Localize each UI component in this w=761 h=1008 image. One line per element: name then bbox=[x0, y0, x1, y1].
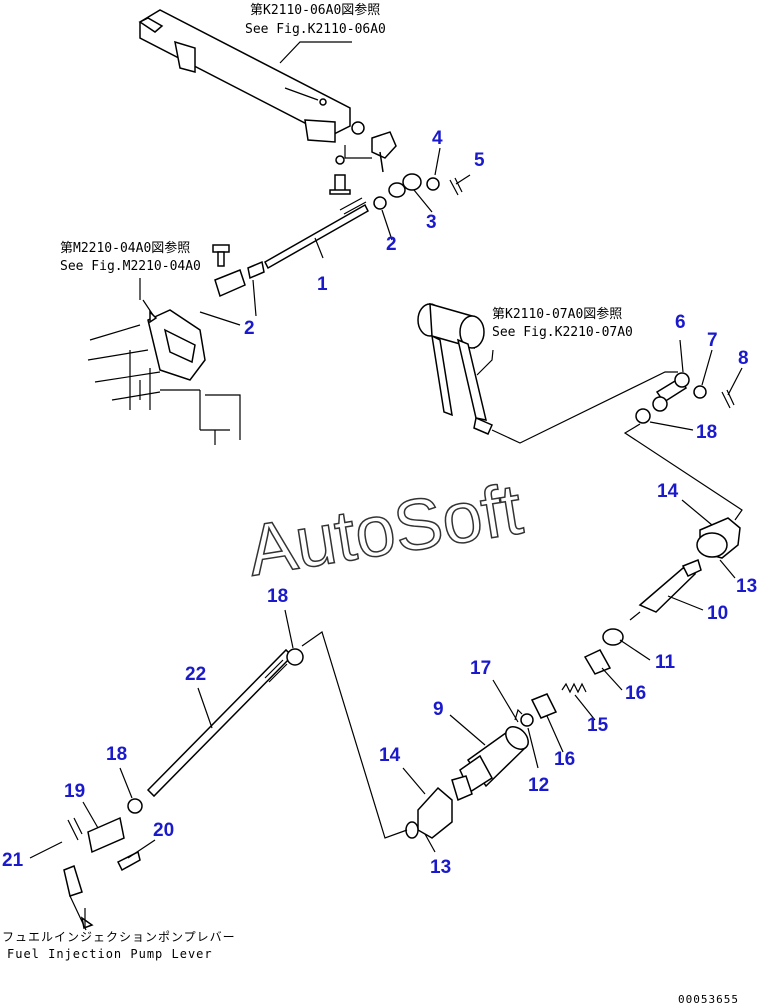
snap-ring-17 bbox=[514, 708, 523, 721]
collar-16-left bbox=[530, 693, 558, 719]
pump-lever bbox=[63, 865, 94, 931]
pump-lever-label-en: Fuel Injection Pump Lever bbox=[7, 947, 213, 961]
svg-text:第K2110-06A0図参照: 第K2110-06A0図参照 bbox=[250, 2, 380, 18]
svg-text:第K2110-07A0図参照: 第K2110-07A0図参照 bbox=[492, 306, 622, 322]
callout-3: 3 bbox=[426, 212, 437, 233]
callout-20: 20 bbox=[153, 820, 174, 841]
callout-18-mid: 18 bbox=[267, 586, 288, 607]
callout-14-lower: 14 bbox=[379, 745, 401, 766]
right-pedal-assembly bbox=[417, 302, 678, 444]
svg-text:第M2210-04A0図参照: 第M2210-04A0図参照 bbox=[60, 240, 190, 256]
clevis-19 bbox=[87, 816, 125, 854]
collar-16-right bbox=[583, 649, 612, 675]
nut-11 bbox=[602, 628, 624, 646]
watermark: AutoSoft bbox=[242, 469, 527, 591]
nut-18-lower bbox=[127, 798, 143, 814]
callout-9: 9 bbox=[433, 699, 444, 720]
document-number: 00053655 bbox=[678, 993, 739, 1006]
callout-13-upper: 13 bbox=[736, 576, 757, 597]
nut-18-upper bbox=[635, 396, 668, 424]
rod-1 bbox=[264, 197, 369, 270]
callout-15: 15 bbox=[587, 715, 609, 736]
nut-2-upper bbox=[373, 196, 387, 210]
ref-m2210-04a0: 第M2210-04A0図参照 See Fig.M2210-04A0 bbox=[60, 240, 201, 274]
spring-15 bbox=[561, 682, 587, 694]
callout-8: 8 bbox=[738, 348, 749, 369]
svg-text:See Fig.K2110-06A0: See Fig.K2110-06A0 bbox=[245, 22, 386, 37]
callout-numbers: 1 2 2 3 4 5 6 7 8 18 14 13 10 11 16 15 1… bbox=[2, 128, 757, 878]
cable-10 bbox=[629, 558, 702, 621]
rod-end-6 bbox=[655, 372, 690, 404]
callout-5: 5 bbox=[474, 150, 485, 171]
left-lever-assembly bbox=[87, 244, 246, 445]
bolt-20 bbox=[116, 850, 141, 872]
top-bracket-assembly bbox=[138, 9, 397, 195]
cotter-pin-5 bbox=[449, 177, 463, 196]
cable-boot-14-upper bbox=[696, 517, 741, 559]
callout-18-lower: 18 bbox=[106, 744, 127, 765]
cotter-pin-8 bbox=[721, 389, 735, 409]
callout-7: 7 bbox=[707, 330, 718, 351]
cable-boot-14-lower bbox=[405, 786, 453, 839]
leader-lower-cable bbox=[301, 631, 408, 839]
callout-21: 21 bbox=[2, 850, 24, 871]
ball-joint-3 bbox=[388, 173, 422, 198]
callout-14-upper: 14 bbox=[657, 481, 679, 502]
nut-2-lower bbox=[247, 260, 265, 280]
cotter-pin-21 bbox=[67, 817, 83, 841]
nut-18-mid bbox=[286, 648, 304, 666]
callout-16-right: 16 bbox=[625, 683, 646, 704]
callout-2-lower: 2 bbox=[244, 318, 255, 339]
callout-16-left: 16 bbox=[554, 749, 575, 770]
callout-19: 19 bbox=[64, 781, 85, 802]
callout-12: 12 bbox=[528, 775, 549, 796]
housing-9 bbox=[451, 726, 529, 802]
svg-text:See Fig.M2210-04A0: See Fig.M2210-04A0 bbox=[60, 259, 201, 274]
pump-lever-label-jp: フュエルインジェクションポンプレバー bbox=[2, 930, 236, 944]
callout-11: 11 bbox=[655, 652, 676, 673]
ref-k2110-07a0: 第K2110-07A0図参照 See Fig.K2210-07A0 bbox=[492, 306, 633, 340]
nut-7 bbox=[693, 385, 707, 399]
callout-6: 6 bbox=[675, 312, 686, 333]
callout-2-upper: 2 bbox=[386, 234, 397, 255]
callout-17: 17 bbox=[470, 658, 491, 679]
callout-13-lower: 13 bbox=[430, 857, 451, 878]
nut-4 bbox=[426, 177, 440, 191]
leader-lines bbox=[29, 41, 743, 928]
callout-1: 1 bbox=[317, 274, 328, 295]
callout-22: 22 bbox=[185, 664, 206, 685]
callout-4: 4 bbox=[432, 128, 443, 149]
nut-12 bbox=[520, 713, 534, 727]
svg-text:See Fig.K2210-07A0: See Fig.K2210-07A0 bbox=[492, 325, 633, 340]
callout-10: 10 bbox=[707, 603, 728, 624]
rod-22 bbox=[146, 648, 294, 798]
ref-k2110-06a0: 第K2110-06A0図参照 See Fig.K2110-06A0 bbox=[245, 2, 386, 37]
leader-to-cable-end bbox=[623, 423, 743, 521]
callout-18-upper: 18 bbox=[696, 422, 717, 443]
